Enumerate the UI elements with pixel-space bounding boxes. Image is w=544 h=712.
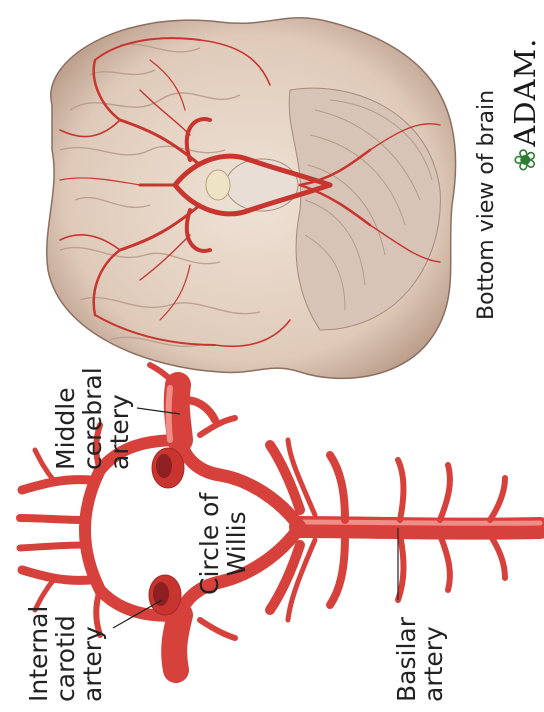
label-line: carotid — [52, 606, 79, 702]
label-internal-carotid-artery: Internal carotid artery — [25, 606, 106, 702]
label-line: artery — [106, 367, 133, 470]
leaf-icon: ❀ — [508, 147, 542, 172]
label-line: Basilar — [393, 617, 420, 702]
label-middle-cerebral-artery: Middle cerebral artery — [52, 367, 133, 470]
label-line: Willis — [223, 493, 250, 595]
label-basilar-artery: Basilar artery — [393, 617, 447, 702]
internal-carotid-artery — [174, 615, 180, 670]
label-circle-of-willis: Circle of Willis — [196, 493, 250, 595]
middle-cerebral-artery — [177, 385, 180, 440]
basilar-artery — [300, 527, 540, 529]
brain-illustration — [47, 18, 456, 379]
caption: Bottom view of brain — [475, 90, 499, 320]
adam-logo: ❀ADAM. — [512, 38, 539, 172]
logo-text: ADAM. — [508, 38, 542, 147]
label-line: Internal — [25, 606, 52, 702]
pituitary — [206, 170, 230, 200]
label-line: artery — [79, 606, 106, 702]
label-line: artery — [420, 617, 447, 702]
brainstem — [226, 159, 298, 211]
label-line: Middle — [52, 367, 79, 470]
label-line: cerebral — [79, 367, 106, 470]
label-line: Circle of — [196, 493, 223, 595]
